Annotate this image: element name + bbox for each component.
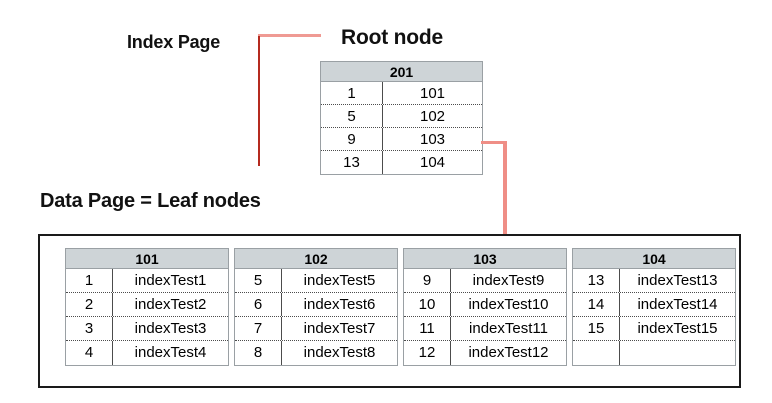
table-row: 8 indexTest8 [235,341,397,365]
table-row: 12 indexTest12 [404,341,566,365]
table-row: 4 indexTest4 [66,341,228,365]
root-row-key: 1 [321,82,383,104]
index-page-label: Index Page [127,32,221,52]
leaf-row-value: indexTest9 [472,272,545,289]
leaf-row-value: indexTest12 [468,344,549,361]
leaf-row-key: 14 [573,293,620,316]
leaf-row-key: 4 [66,341,113,365]
table-row: 5 indexTest5 [235,269,397,293]
leaf-node-page-id: 102 [235,249,397,269]
leaf-row-key: 12 [404,341,451,365]
table-row: 13 indexTest13 [573,269,735,293]
root-row-child-page: 103 [419,131,446,148]
leaf-row-value: indexTest4 [134,344,207,361]
table-row: 2 indexTest2 [66,293,228,317]
table-row: 10 indexTest10 [404,293,566,317]
leaf-row-value: indexTest10 [468,296,549,313]
leaf-node-table: 101 1 indexTest1 2 indexTest2 3 indexTes… [65,248,229,366]
leaf-row-value: indexTest15 [637,320,718,337]
root-node-page-id: 201 [321,62,482,82]
leaf-row-key: 5 [235,269,282,292]
table-row: 13 104 [321,151,482,174]
root-row-child-page: 104 [419,154,446,171]
table-row-empty [573,341,735,365]
data-page-label: Data Page = Leaf nodes [40,190,261,212]
leaf-node-table: 102 5 indexTest5 6 indexTest6 7 indexTes… [234,248,398,366]
root-row-key: 5 [321,105,383,127]
leaf-nodes-container: 101 1 indexTest1 2 indexTest2 3 indexTes… [38,234,741,388]
table-row: 5 102 [321,105,482,128]
leaf-row-key: 3 [66,317,113,340]
table-row: 6 indexTest6 [235,293,397,317]
leaf-row-key: 2 [66,293,113,316]
leaf-row-value: indexTest3 [134,320,207,337]
leaf-row-value: indexTest7 [303,320,376,337]
leaf-row-value: indexTest13 [637,272,718,289]
leaf-row-key: 1 [66,269,113,292]
leaf-row-key: 15 [573,317,620,340]
leaf-row-key: 10 [404,293,451,316]
root-row-child-page: 101 [419,85,446,102]
table-row: 14 indexTest14 [573,293,735,317]
leaf-row-key: 6 [235,293,282,316]
index-page-connector-horizontal [258,34,321,37]
leaf-row-value: indexTest6 [303,296,376,313]
table-row: 9 indexTest9 [404,269,566,293]
root-row-key: 13 [321,151,383,174]
table-row: 15 indexTest15 [573,317,735,341]
leaf-row-value: indexTest2 [134,296,207,313]
leaf-row-key: 13 [573,269,620,292]
leaf-row-value: indexTest8 [303,344,376,361]
leaf-node-page-id: 104 [573,249,735,269]
root-row-child-page: 102 [419,108,446,125]
root-node-table: 201 1 101 5 102 9 103 13 104 [320,61,483,175]
root-node-label: Root node [341,26,444,49]
leaf-row-key: 11 [404,317,451,340]
leaf-row-value [620,341,735,365]
leaf-row-value: indexTest5 [303,272,376,289]
root-to-leaf-connector-horizontal [481,141,507,144]
root-to-leaf-connector-vertical [503,141,507,245]
leaf-row-value: indexTest11 [469,320,548,337]
table-row: 3 indexTest3 [66,317,228,341]
leaf-row-key [573,341,620,365]
leaf-node-table: 104 13 indexTest13 14 indexTest14 15 ind… [572,248,736,366]
leaf-node-table: 103 9 indexTest9 10 indexTest10 11 index… [403,248,567,366]
table-row: 1 101 [321,82,482,105]
leaf-row-key: 8 [235,341,282,365]
leaf-row-value: indexTest1 [134,272,207,289]
leaf-row-value: indexTest14 [637,296,718,313]
table-row: 11 indexTest11 [404,317,566,341]
root-row-key: 9 [321,128,383,150]
leaf-node-page-id: 101 [66,249,228,269]
leaf-row-key: 7 [235,317,282,340]
table-row: 1 indexTest1 [66,269,228,293]
table-row: 9 103 [321,128,482,151]
leaf-node-page-id: 103 [404,249,566,269]
table-row: 7 indexTest7 [235,317,397,341]
index-page-connector-vertical [258,36,260,166]
leaf-row-key: 9 [404,269,451,292]
